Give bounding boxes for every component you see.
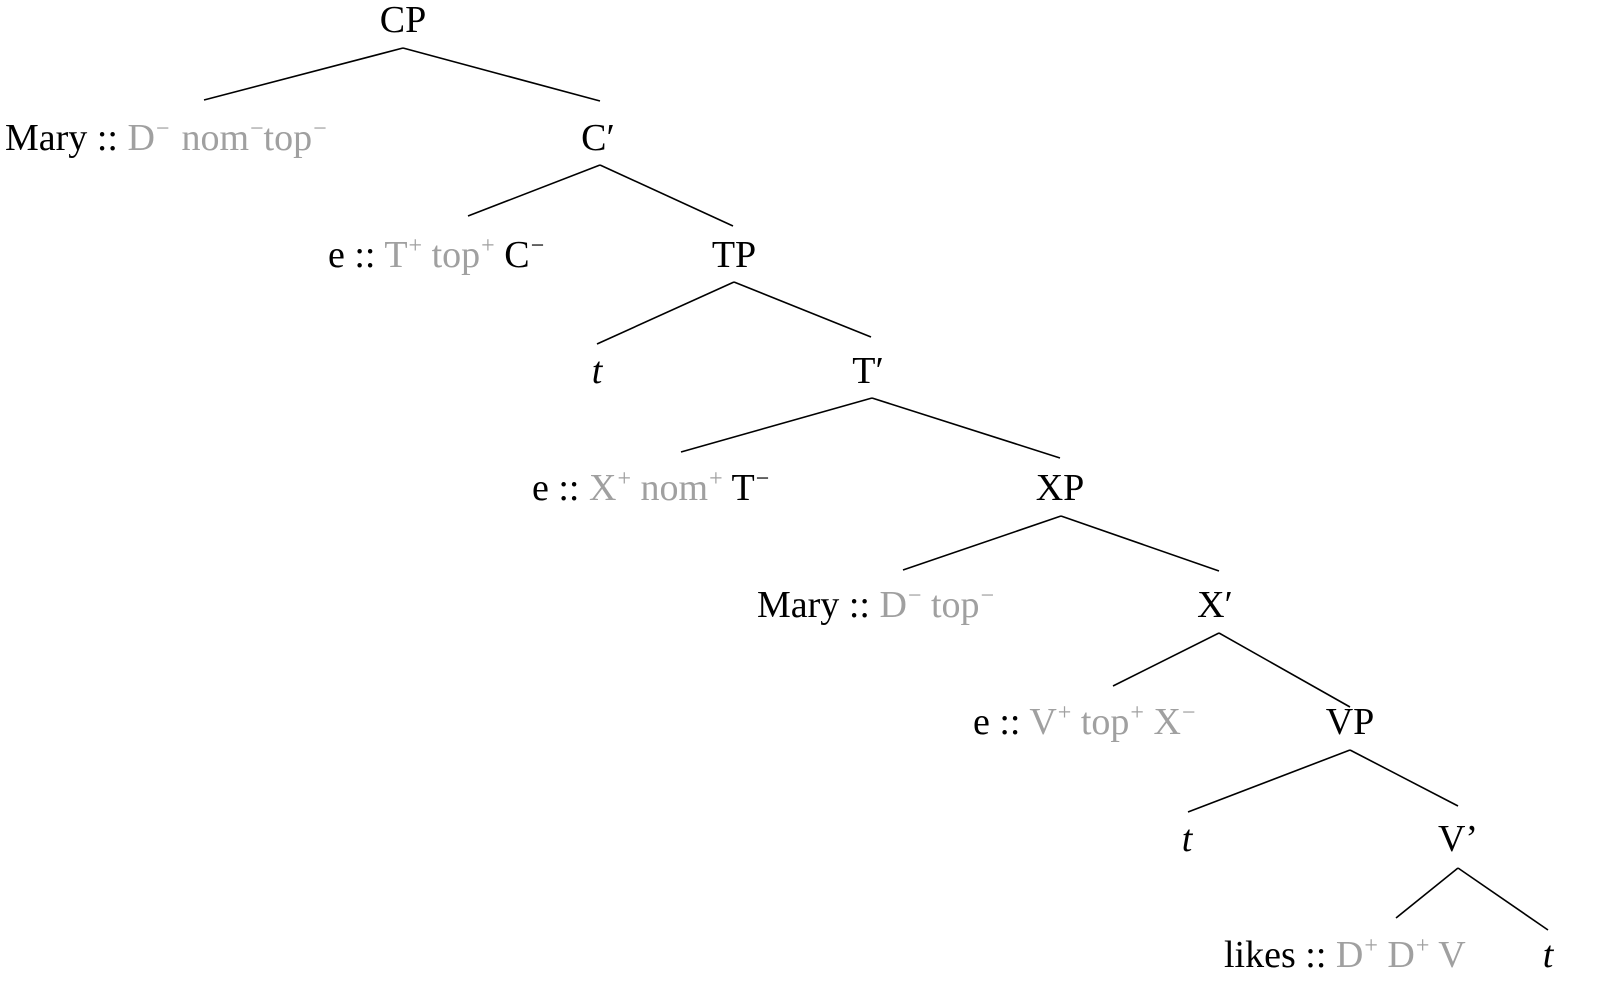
node-mary-lexical: Mary :: D− nom−top−	[5, 116, 327, 163]
feature-nom: nom+	[640, 466, 723, 509]
feature-x: X+	[589, 466, 631, 509]
node-label: VP	[1325, 701, 1375, 743]
edge-cbar-tp	[599, 164, 734, 227]
separator: ::	[848, 584, 870, 626]
node-label: XP	[1035, 467, 1085, 509]
edge-vbar-t	[1457, 867, 1549, 931]
edge-cp-cbar	[402, 47, 601, 102]
edge-xp-xbar	[1060, 515, 1220, 572]
word: e	[328, 234, 345, 276]
node-label: C′	[581, 117, 615, 159]
trace-label: t	[1542, 934, 1554, 976]
word: e	[973, 701, 990, 743]
edge-vbar-likes	[1395, 867, 1459, 919]
node-xbar: X′	[1197, 585, 1233, 625]
feature-top: top+	[1080, 700, 1144, 743]
edge-vp-t	[1187, 749, 1351, 813]
edge-tbar-xp	[871, 397, 1061, 459]
edge-tp-tbar	[733, 281, 872, 338]
category-c: C−	[504, 233, 545, 276]
trace-label: t	[1181, 818, 1193, 860]
edge-xbar-vp	[1218, 632, 1351, 708]
feature-top: top−	[930, 583, 995, 626]
word: Mary	[5, 117, 88, 159]
feature-x: X−	[1153, 700, 1196, 743]
edge-tbar-e	[680, 397, 873, 453]
node-label: CP	[379, 0, 427, 41]
feature-top: top+	[431, 233, 495, 276]
node-label: T′	[852, 350, 884, 392]
node-tbar: T′	[852, 351, 884, 391]
separator: ::	[558, 467, 580, 509]
edge-cbar-e	[467, 164, 601, 217]
node-label: X′	[1197, 584, 1233, 626]
node-xp: XP	[1036, 468, 1085, 508]
feature-d2: D+	[1387, 933, 1430, 976]
edge-tp-t	[596, 281, 735, 345]
node-e-t: e :: X+ nom+ T−	[532, 466, 770, 513]
separator: ::	[354, 234, 376, 276]
node-vbar: V’	[1438, 819, 1478, 859]
feature-v: V	[1438, 934, 1466, 976]
category-t: T−	[731, 466, 770, 509]
node-label: V’	[1437, 818, 1479, 860]
separator: ::	[999, 701, 1021, 743]
edge-xp-mary	[902, 515, 1062, 571]
word: Mary	[757, 584, 840, 626]
edge-xbar-e	[1112, 632, 1220, 687]
feature-d1: D+	[1335, 933, 1378, 976]
node-vp: VP	[1326, 702, 1375, 742]
node-trace-1: t	[592, 351, 603, 391]
node-e-c: e :: T+ top+ C−	[328, 233, 545, 280]
feature-v: V+	[1029, 700, 1072, 743]
feature-top: top−	[263, 116, 327, 159]
feature-d: D−	[879, 583, 922, 626]
feature-d: D−	[127, 116, 170, 159]
feature-nom: nom−	[181, 116, 264, 159]
trace-label: t	[591, 350, 603, 392]
node-e-x: e :: V+ top+ X−	[973, 700, 1196, 747]
feature-t: T+	[384, 233, 423, 276]
separator: ::	[96, 117, 118, 159]
node-trace-3: t	[1543, 935, 1554, 975]
node-cp: CP	[380, 0, 426, 40]
edge-cp-mary	[203, 47, 404, 101]
edge-vp-vbar	[1349, 749, 1459, 807]
node-cbar: C′	[581, 118, 615, 158]
word: likes	[1224, 934, 1296, 976]
separator: ::	[1305, 934, 1327, 976]
node-label: TP	[711, 234, 757, 276]
node-likes: likes :: D+ D+ V	[1224, 933, 1466, 980]
node-trace-2: t	[1182, 819, 1193, 859]
node-tp: TP	[712, 235, 756, 275]
word: e	[532, 467, 549, 509]
node-mary-moved: Mary :: D− top−	[757, 583, 995, 630]
